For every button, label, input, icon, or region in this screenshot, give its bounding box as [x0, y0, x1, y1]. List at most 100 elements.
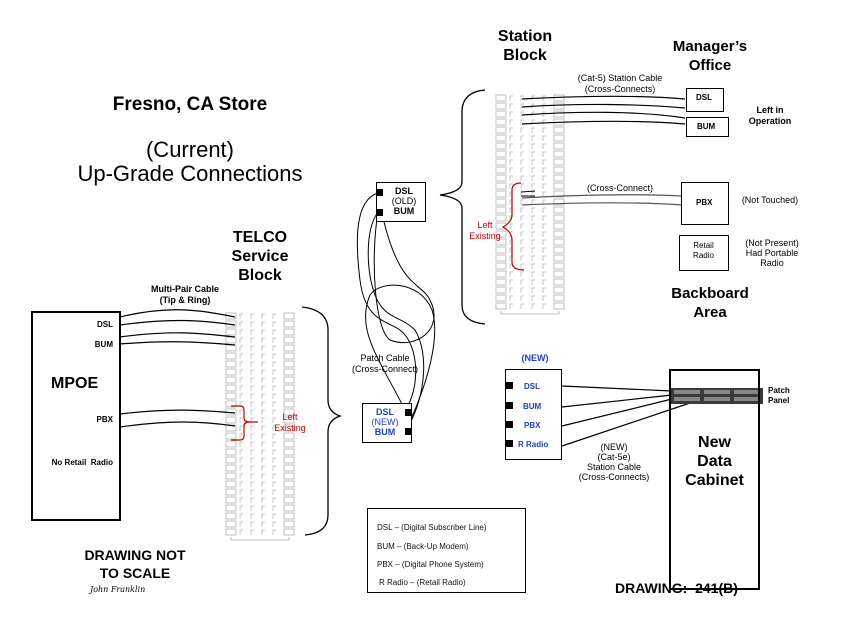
jack-port-icon — [505, 402, 513, 409]
mpoe-note: No Retail Radio — [51, 458, 113, 467]
terminal — [283, 456, 295, 464]
punch-clip — [542, 95, 546, 101]
punch-clip — [520, 151, 524, 157]
label-line: DRAWING NOT — [84, 547, 186, 563]
jack-port-icon — [405, 428, 412, 435]
label-line: Had Portable — [745, 248, 799, 258]
telco-service-block — [225, 312, 295, 541]
punch-clip — [542, 167, 546, 173]
punch-clip — [531, 119, 535, 125]
terminal — [283, 432, 295, 440]
terminal — [495, 246, 507, 254]
punch-clip — [250, 321, 254, 327]
terminal — [225, 456, 237, 464]
punch-clip — [261, 313, 265, 319]
punch-clip — [542, 111, 546, 117]
terminal — [495, 150, 507, 158]
punch-clip — [542, 231, 546, 237]
terminal — [553, 214, 565, 222]
multi-pair-cables — [119, 309, 236, 428]
punch-clip — [239, 401, 243, 407]
terminal — [283, 360, 295, 368]
label-line: BUM — [393, 206, 415, 216]
punch-clip — [250, 401, 254, 407]
terminal — [225, 392, 237, 400]
title-current: (Current) — [145, 137, 234, 162]
punch-clip — [520, 271, 524, 277]
punch-clip — [531, 143, 535, 149]
punch-clip — [509, 303, 513, 309]
terminal — [553, 238, 565, 246]
punch-clip — [261, 377, 265, 383]
terminal — [553, 286, 565, 294]
punch-clip — [520, 279, 524, 285]
punch-clip — [520, 295, 524, 301]
label-line: (Not Present) — [745, 238, 799, 248]
label-line: Left — [477, 220, 493, 230]
punch-clip — [239, 513, 243, 519]
punch-clip — [520, 215, 524, 221]
label-line: Left — [282, 412, 298, 422]
punch-clip — [520, 95, 524, 101]
punch-clip — [250, 497, 254, 503]
punch-clip — [520, 199, 524, 205]
terminal — [225, 336, 237, 344]
drawing-number: DRAWING: 241(B) — [615, 580, 738, 596]
terminal — [225, 368, 237, 376]
punch-clip — [542, 199, 546, 205]
author-signature: John Franklin — [90, 585, 146, 594]
terminal — [283, 408, 295, 416]
punch-clip — [250, 481, 254, 487]
punch-clip — [272, 313, 276, 319]
punch-clip — [272, 441, 276, 447]
terminal — [495, 198, 507, 206]
jack-port-icon — [505, 440, 513, 447]
punch-clip — [520, 287, 524, 293]
mpoe-box: DSL BUM MPOE PBX No Retail Radio — [31, 311, 121, 521]
punch-clip — [520, 127, 524, 133]
punch-clip — [272, 401, 276, 407]
terminal — [553, 134, 565, 142]
station-left-existing-brace — [501, 182, 525, 271]
punch-clip — [239, 441, 243, 447]
punch-clip — [272, 329, 276, 335]
terminal — [553, 262, 565, 270]
terminal — [225, 352, 237, 360]
pbx-status: (Not Touched) — [741, 195, 799, 205]
punch-clip — [250, 313, 254, 319]
punch-clip — [272, 369, 276, 375]
terminal — [225, 400, 237, 408]
punch-clip — [531, 279, 535, 285]
punch-clip — [272, 457, 276, 463]
terminal — [495, 190, 507, 198]
punch-clip — [520, 247, 524, 253]
terminal — [495, 214, 507, 222]
punch-clip — [272, 465, 276, 471]
terminal — [225, 376, 237, 384]
punch-clip — [542, 287, 546, 293]
terminal — [553, 206, 565, 214]
terminal — [225, 520, 237, 528]
terminal — [283, 392, 295, 400]
left-in-operation: Left in Operation — [740, 105, 800, 127]
punch-clip — [509, 143, 513, 149]
terminal — [225, 448, 237, 456]
punch-clip — [261, 473, 265, 479]
punch-clip — [542, 215, 546, 221]
terminal — [283, 448, 295, 456]
terminal — [495, 230, 507, 238]
punch-clip — [531, 191, 535, 197]
punch-clip — [250, 337, 254, 343]
terminal — [495, 134, 507, 142]
label-line: (Cat-5e) — [597, 452, 631, 462]
punch-clip — [250, 417, 254, 423]
new-plate-heading: (NEW) — [521, 353, 549, 363]
terminal — [495, 94, 507, 102]
punch-clip — [261, 361, 265, 367]
cat5-station-cables — [521, 95, 686, 125]
punch-clip — [272, 513, 276, 519]
terminal — [553, 246, 565, 254]
punch-clip — [272, 385, 276, 391]
terminal — [553, 150, 565, 158]
punch-clip — [531, 271, 535, 277]
